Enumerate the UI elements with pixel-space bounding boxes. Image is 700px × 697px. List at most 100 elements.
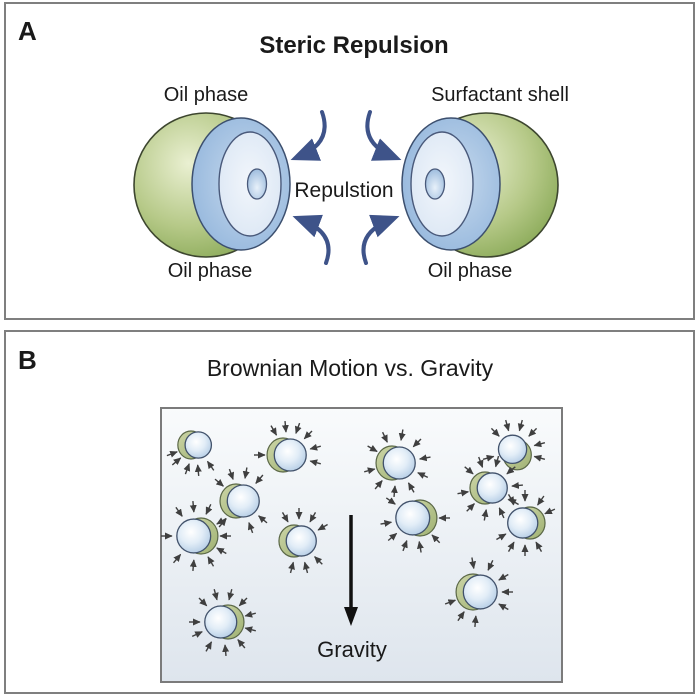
brownian-motion-arrow-icon bbox=[517, 419, 525, 432]
droplet-sphere bbox=[226, 484, 260, 518]
brownian-motion-arrow-icon bbox=[303, 430, 313, 440]
brownian-motion-arrow-icon bbox=[255, 474, 264, 484]
brownian-motion-arrow-icon bbox=[469, 557, 477, 570]
gravity-arrow-icon bbox=[344, 515, 358, 626]
brownian-motion-arrow-icon bbox=[380, 519, 393, 527]
brownian-motion-arrow-icon bbox=[537, 495, 545, 506]
brownian-motion-arrow-icon bbox=[281, 512, 289, 523]
droplet-sphere bbox=[184, 431, 213, 459]
core-ellipse-right bbox=[424, 168, 446, 200]
brownian-motion-arrow-icon bbox=[412, 438, 422, 448]
brownian-motion-arrow-icon bbox=[175, 506, 183, 517]
brownian-motion-arrow-icon bbox=[481, 509, 489, 521]
brownian-motion-arrow-icon bbox=[207, 556, 215, 567]
brownian-motion-arrow-icon bbox=[487, 559, 495, 571]
droplet-sphere bbox=[204, 605, 238, 639]
droplet-sphere bbox=[476, 472, 508, 504]
panel-a-frame bbox=[4, 2, 695, 320]
emulsion-droplet bbox=[380, 497, 450, 553]
brownian-motion-arrow-icon bbox=[183, 463, 191, 475]
repulsion-arrow-top-left-icon bbox=[290, 110, 327, 161]
panel-b: B Brownian Motion vs. Gravity Gravity bbox=[4, 330, 695, 694]
droplet-layer bbox=[161, 419, 556, 656]
brownian-motion-arrow-icon bbox=[498, 507, 506, 519]
brownian-motion-arrow-icon bbox=[238, 597, 248, 607]
brownian-motion-arrow-icon bbox=[189, 559, 197, 571]
brownian-motion-arrow-icon bbox=[535, 541, 543, 552]
emulsion-droplet bbox=[166, 430, 215, 476]
brownian-motion-arrow-icon bbox=[431, 534, 441, 544]
droplet-sphere bbox=[507, 507, 539, 539]
brownian-motion-arrow-icon bbox=[294, 422, 302, 435]
brownian-motion-arrow-icon bbox=[416, 540, 424, 553]
brownian-motion-arrow-icon bbox=[407, 482, 416, 493]
brownian-motion-arrow-icon bbox=[244, 626, 256, 634]
droplet-left bbox=[133, 112, 291, 258]
brownian-motion-arrow-icon bbox=[533, 454, 546, 462]
brownian-motion-arrow-icon bbox=[398, 429, 406, 441]
droplet-sphere bbox=[497, 434, 528, 465]
brownian-motion-arrow-icon bbox=[466, 503, 475, 512]
panel-b-title: Brownian Motion vs. Gravity bbox=[207, 355, 494, 381]
brownian-motion-arrow-icon bbox=[367, 444, 378, 453]
emulsion-droplet bbox=[214, 467, 268, 534]
droplet-sphere bbox=[382, 446, 416, 480]
emulsion-droplet bbox=[189, 589, 256, 656]
panel-a: A Steric Repulsion Oil phase Surfactant … bbox=[4, 2, 695, 320]
repulsion-arrow-bottom-right-icon bbox=[361, 214, 400, 265]
brownian-motion-arrow-icon bbox=[457, 611, 465, 622]
emulsion-droplet bbox=[457, 455, 523, 521]
brownian-motion-arrow-icon bbox=[303, 561, 310, 574]
repulsion-arrow-bottom-left-icon bbox=[292, 214, 331, 265]
brownian-motion-arrow-icon bbox=[490, 427, 500, 437]
brownian-motion-arrow-icon bbox=[381, 431, 388, 443]
brownian-motion-arrow-icon bbox=[498, 603, 509, 611]
emulsion-droplet bbox=[482, 419, 546, 471]
brownian-motion-arrow-icon bbox=[205, 503, 213, 515]
droplet-sphere bbox=[395, 500, 431, 536]
panel-b-letter: B bbox=[18, 345, 37, 375]
brownian-motion-arrow-icon bbox=[419, 454, 431, 462]
brownian-motion-arrow-icon bbox=[244, 610, 256, 618]
brownian-motion-arrow-icon bbox=[171, 457, 182, 466]
brownian-motion-arrow-icon bbox=[191, 631, 203, 638]
label-oil-phase-bottom-right: Oil phase bbox=[428, 260, 513, 282]
brownian-motion-arrow-icon bbox=[189, 501, 197, 513]
brownian-motion-arrow-icon bbox=[222, 644, 230, 656]
brownian-motion-arrow-icon bbox=[498, 573, 509, 581]
brownian-motion-arrow-icon bbox=[390, 485, 398, 497]
label-gravity: Gravity bbox=[317, 637, 387, 662]
brownian-motion-arrow-icon bbox=[309, 459, 321, 467]
brownian-motion-arrow-icon bbox=[172, 553, 182, 564]
brownian-motion-arrow-icon bbox=[544, 507, 556, 515]
brownian-motion-arrow-icon bbox=[476, 456, 484, 468]
brownian-motion-arrow-icon bbox=[206, 460, 215, 471]
brownian-motion-arrow-icon bbox=[247, 521, 255, 534]
brownian-motion-arrow-icon bbox=[242, 467, 250, 479]
brownian-motion-arrow-icon bbox=[507, 541, 515, 552]
brownian-motion-arrow-icon bbox=[528, 427, 538, 437]
brownian-motion-arrow-icon bbox=[237, 639, 246, 649]
brownian-motion-arrow-icon bbox=[214, 478, 224, 487]
brownian-motion-arrow-icon bbox=[464, 466, 474, 475]
droplet-right bbox=[401, 112, 559, 258]
brownian-motion-arrow-icon bbox=[216, 517, 227, 525]
droplet-sphere bbox=[462, 574, 498, 610]
brownian-motion-arrow-icon bbox=[309, 512, 317, 523]
brownian-motion-arrow-icon bbox=[506, 466, 516, 475]
brownian-motion-arrow-icon bbox=[494, 455, 501, 468]
brownian-motion-arrow-icon bbox=[227, 589, 235, 601]
brownian-motion-arrow-icon bbox=[227, 468, 235, 481]
label-repulsion: Repulstion bbox=[294, 179, 393, 202]
brownian-motion-arrow-icon bbox=[204, 641, 213, 652]
brownian-motion-arrow-icon bbox=[364, 467, 376, 475]
emulsion-droplet bbox=[444, 557, 513, 627]
brownian-motion-arrow-icon bbox=[281, 421, 289, 433]
brownian-motion-arrow-icon bbox=[457, 489, 469, 497]
brownian-motion-arrow-icon bbox=[374, 480, 383, 490]
brownian-motion-arrow-icon bbox=[258, 515, 268, 524]
brownian-motion-arrow-icon bbox=[444, 599, 457, 606]
brownian-motion-arrow-icon bbox=[417, 472, 429, 479]
